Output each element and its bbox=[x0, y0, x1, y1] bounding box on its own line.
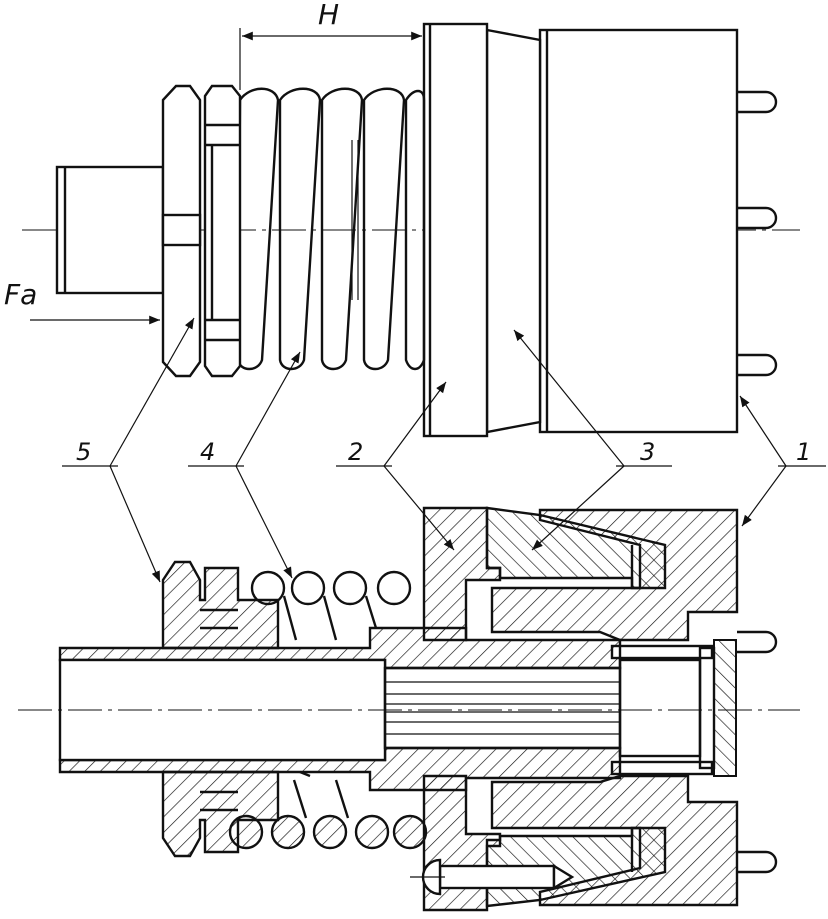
section-spring-part-4 bbox=[228, 570, 428, 850]
section-contacts bbox=[383, 639, 737, 777]
part-number-4: 4 bbox=[200, 438, 215, 466]
section-nut-part-5 bbox=[161, 560, 280, 858]
section-view bbox=[18, 506, 800, 912]
exterior-view: H Fa bbox=[4, 0, 800, 438]
section-screw bbox=[410, 858, 575, 896]
top-pin-1 bbox=[737, 90, 778, 114]
top-pin-2 bbox=[737, 206, 778, 230]
part-number-1: 1 bbox=[796, 438, 811, 466]
top-body-part-1 bbox=[538, 28, 739, 434]
force-label: Fa bbox=[4, 278, 37, 311]
part-number-2: 2 bbox=[348, 438, 363, 466]
top-shaft bbox=[55, 165, 165, 295]
force-arrow: Fa bbox=[4, 278, 160, 325]
part-number-5: 5 bbox=[76, 438, 91, 466]
dimension-h-label: H bbox=[318, 0, 339, 31]
dimension-h: H bbox=[239, 0, 422, 90]
top-coupling-nut-part-3 bbox=[485, 28, 542, 434]
top-flange-part-2 bbox=[422, 22, 489, 438]
top-nut-part-5 bbox=[161, 84, 242, 378]
top-spring-part-4 bbox=[236, 87, 426, 371]
section-pin-2 bbox=[737, 850, 778, 874]
callouts: 5 4 2 3 1 bbox=[62, 317, 826, 583]
section-pin-1 bbox=[737, 630, 778, 654]
part-number-3: 3 bbox=[640, 438, 655, 466]
top-pin-3 bbox=[737, 353, 778, 377]
